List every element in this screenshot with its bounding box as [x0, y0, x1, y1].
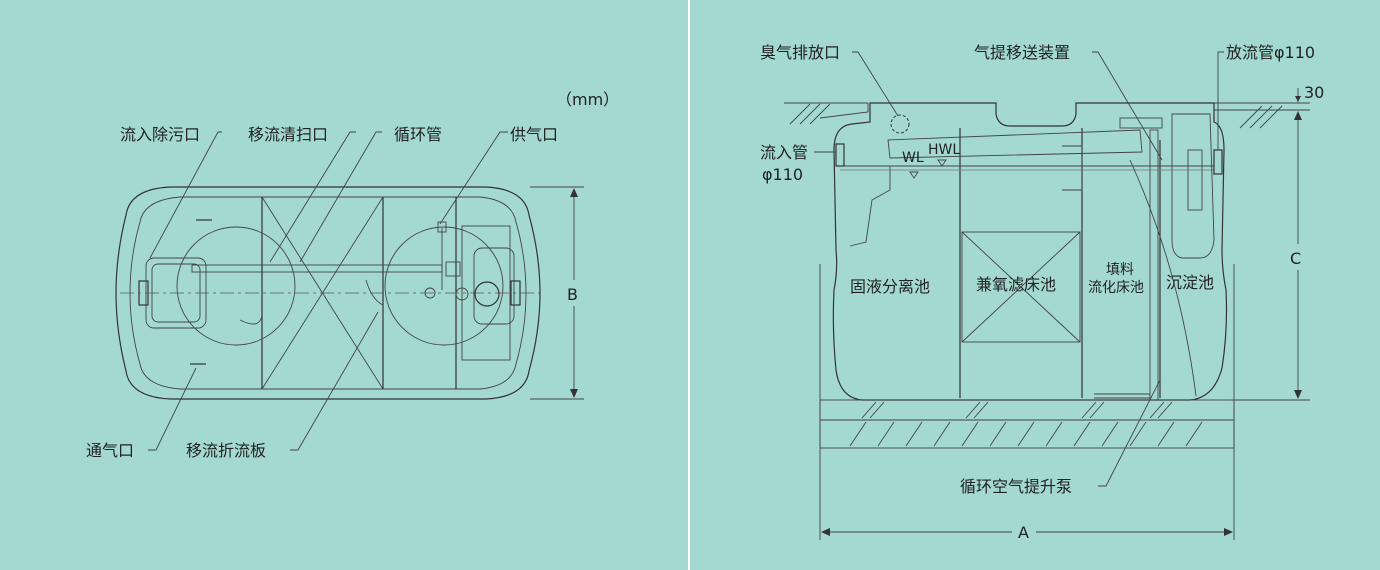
- label-inflow-pipe: 流入管: [760, 143, 808, 162]
- label-odor-outlet: 臭气排放口: [760, 43, 840, 62]
- label-vent: 通气口: [86, 441, 134, 460]
- label-transfer-cleanout: 移流清扫口: [248, 125, 328, 144]
- label-circulation-pipe: 循环管: [394, 125, 442, 144]
- section-view: [784, 51, 1310, 540]
- label-solid-liquid-chamber: 固液分离池: [850, 277, 930, 296]
- label-fluidized-bed: 流化床池: [1088, 280, 1144, 296]
- plan-view: [115, 131, 584, 451]
- label-settling-chamber: 沉淀池: [1166, 273, 1214, 292]
- label-wl: WL: [902, 150, 924, 166]
- dim-30: 30: [1304, 83, 1324, 102]
- plan-tank-outline: [115, 186, 541, 400]
- section-tank-outline: [832, 102, 1228, 401]
- label-baffle: 移流折流板: [186, 441, 266, 460]
- label-inflow-cleanout: 流入除污口: [120, 125, 200, 144]
- unit-note: （mm）: [556, 90, 619, 109]
- label-air-supply: 供气口: [510, 125, 558, 144]
- dim-a: A: [1018, 523, 1029, 542]
- label-hwl: HWL: [928, 142, 960, 158]
- label-discharge-pipe: 放流管φ110: [1226, 43, 1315, 62]
- label-airlift-transfer: 气提移送装置: [974, 43, 1070, 62]
- dim-b: B: [567, 285, 578, 304]
- dim-c: C: [1290, 249, 1301, 268]
- label-circulation-pump: 循环空气提升泵: [960, 477, 1072, 496]
- label-inflow-pipe-dia: φ110: [762, 165, 803, 184]
- label-media: 填料: [1106, 262, 1134, 278]
- label-anoxic-filter-chamber: 兼氧滤床池: [976, 275, 1056, 294]
